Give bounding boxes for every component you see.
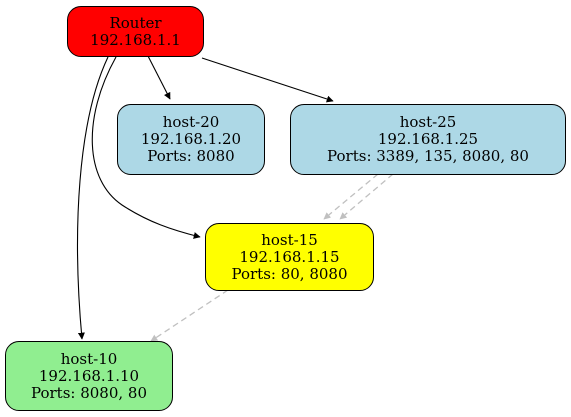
node-host-20-ip: 192.168.1.20 [140, 130, 242, 148]
node-host-15-name: host-15 [261, 230, 318, 249]
edge-router-host10 [76, 56, 109, 340]
node-host-25-name: host-25 [399, 113, 457, 131]
node-host-10-ip: 192.168.1.10 [38, 366, 140, 385]
node-host-20[interactable]: host-20 192.168.1.20 Ports: 8080 [117, 104, 265, 175]
edge-host15-host10 [150, 289, 229, 342]
edge-host25-host15-a [323, 173, 379, 220]
node-host-15-ip: 192.168.1.15 [239, 247, 340, 266]
node-host-15-ports: Ports: 80, 8080 [231, 264, 348, 283]
node-host-10[interactable]: host-10 192.168.1.10 Ports: 8080, 80 [5, 341, 173, 411]
node-host-10-name: host-10 [60, 349, 118, 368]
node-host-25-ports: Ports: 3389, 135, 8080, 80 [327, 147, 529, 165]
node-host-10-ports: Ports: 8080, 80 [30, 383, 148, 402]
node-host-20-ports: Ports: 8080 [147, 147, 235, 165]
node-host-25-ip: 192.168.1.25 [377, 130, 479, 148]
edge-router-host25 [201, 57, 334, 103]
edge-router-host15 [91, 56, 201, 239]
edge-host25-host15-b [339, 173, 394, 220]
node-host-25[interactable]: host-25 192.168.1.25 Ports: 3389, 135, 8… [290, 104, 566, 175]
node-router-name: Router [109, 13, 162, 32]
edge-router-host20 [147, 55, 171, 100]
node-router[interactable]: Router 192.168.1.1 [67, 6, 204, 57]
node-router-ip: 192.168.1.1 [90, 30, 181, 49]
node-host-15[interactable]: host-15 192.168.1.15 Ports: 80, 8080 [205, 223, 374, 291]
node-host-20-name: host-20 [162, 113, 220, 131]
